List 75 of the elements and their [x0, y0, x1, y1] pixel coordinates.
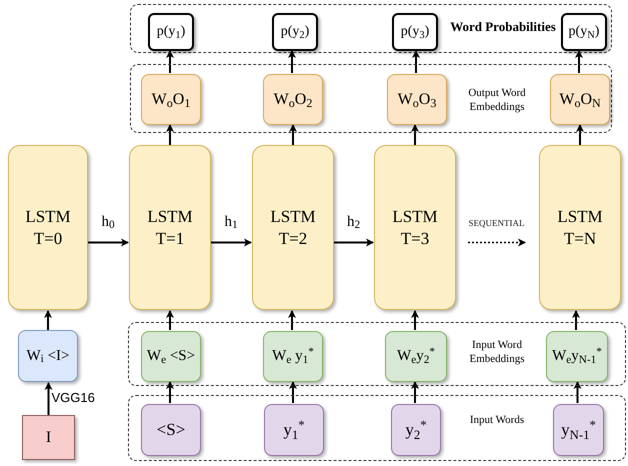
arrow [288, 310, 296, 330]
node-label: p(y$_{N}$) [568, 23, 600, 41]
group-label: Word Probabilities [449, 19, 557, 36]
lstm-cell-box [539, 145, 621, 310]
node-label: p(y$_{1}$) [156, 23, 186, 41]
node-label: W$_{o}$O$_{2}$ [274, 90, 312, 110]
group-label: Input Word Embeddings [468, 339, 526, 366]
node-label: LSTM T=N [556, 206, 604, 249]
input-embedding-box [385, 331, 447, 382]
lstm-cell-box [252, 145, 334, 310]
node-label: <S> [156, 419, 186, 441]
arrow [288, 50, 296, 73]
arrow [572, 310, 580, 330]
node-label: LSTM T=2 [269, 206, 317, 249]
output-embedding-box [263, 74, 323, 125]
arrow [468, 238, 526, 246]
group-band [130, 64, 612, 133]
edge-label: VGG16 [52, 391, 95, 404]
edge-label: h$_{1}$ [224, 214, 238, 230]
lstm-cell-box [8, 145, 88, 310]
lstm-cell-box [374, 145, 456, 310]
input-word-box [264, 404, 324, 456]
arrow [411, 381, 419, 403]
input-word-box [391, 404, 441, 456]
input-embedding-box [141, 331, 201, 382]
input-word-box [553, 404, 604, 456]
node-label: LSTM T=1 [146, 206, 194, 249]
arrow [411, 124, 419, 145]
arrow [166, 310, 174, 330]
arrow [574, 381, 582, 403]
node-label: p(y$_{2}$) [280, 23, 310, 41]
arrow [166, 381, 174, 403]
probability-box [561, 13, 607, 51]
node-label: p(y$_{3}$) [400, 23, 430, 41]
edge-label: h$_{2}$ [346, 214, 360, 230]
node-label: W$_{e}$ <S> [146, 347, 196, 366]
output-embedding-box [387, 74, 447, 125]
arrow [44, 310, 52, 330]
image-embedding-box [18, 330, 78, 382]
output-embedding-box [550, 74, 610, 125]
lstm-cell-box [129, 145, 211, 310]
group-band [128, 395, 626, 461]
edge-label: SEQUENTIAL [468, 218, 524, 228]
group-label: Input Words [468, 414, 526, 428]
arrow [334, 238, 374, 246]
node-label: LSTM T=0 [24, 206, 72, 249]
image-input-box [22, 415, 75, 460]
node-label: W$_{o}$O$_{1}$ [152, 90, 190, 110]
edge-label: h$_{0}$ [101, 214, 115, 230]
node-label: W$_{o}$O$_{3}$ [398, 90, 436, 110]
group-label: Output Word Embeddings [467, 87, 527, 114]
output-embedding-box [141, 74, 201, 125]
arrow [411, 310, 419, 330]
arrow [211, 238, 252, 246]
arrow [166, 124, 174, 145]
arrow [44, 382, 52, 415]
node-label: W$_{i}$ <I> [26, 346, 70, 366]
node-label: W$_{o}$O$_{N}$ [559, 90, 601, 110]
node-label: I [46, 428, 52, 448]
group-band [130, 4, 612, 53]
probability-box [392, 13, 438, 51]
arrow [88, 238, 129, 246]
arrow [289, 381, 297, 403]
probability-box [148, 13, 194, 51]
arrow [575, 50, 583, 73]
input-word-box [141, 404, 201, 456]
arrow [166, 50, 174, 73]
input-embedding-box [546, 331, 608, 382]
probability-box [272, 13, 318, 51]
group-band [128, 322, 626, 386]
node-label: LSTM T=3 [391, 206, 439, 249]
arrow [412, 50, 420, 73]
arrow [576, 124, 584, 145]
arrow [289, 124, 297, 145]
input-embedding-box [263, 331, 323, 382]
